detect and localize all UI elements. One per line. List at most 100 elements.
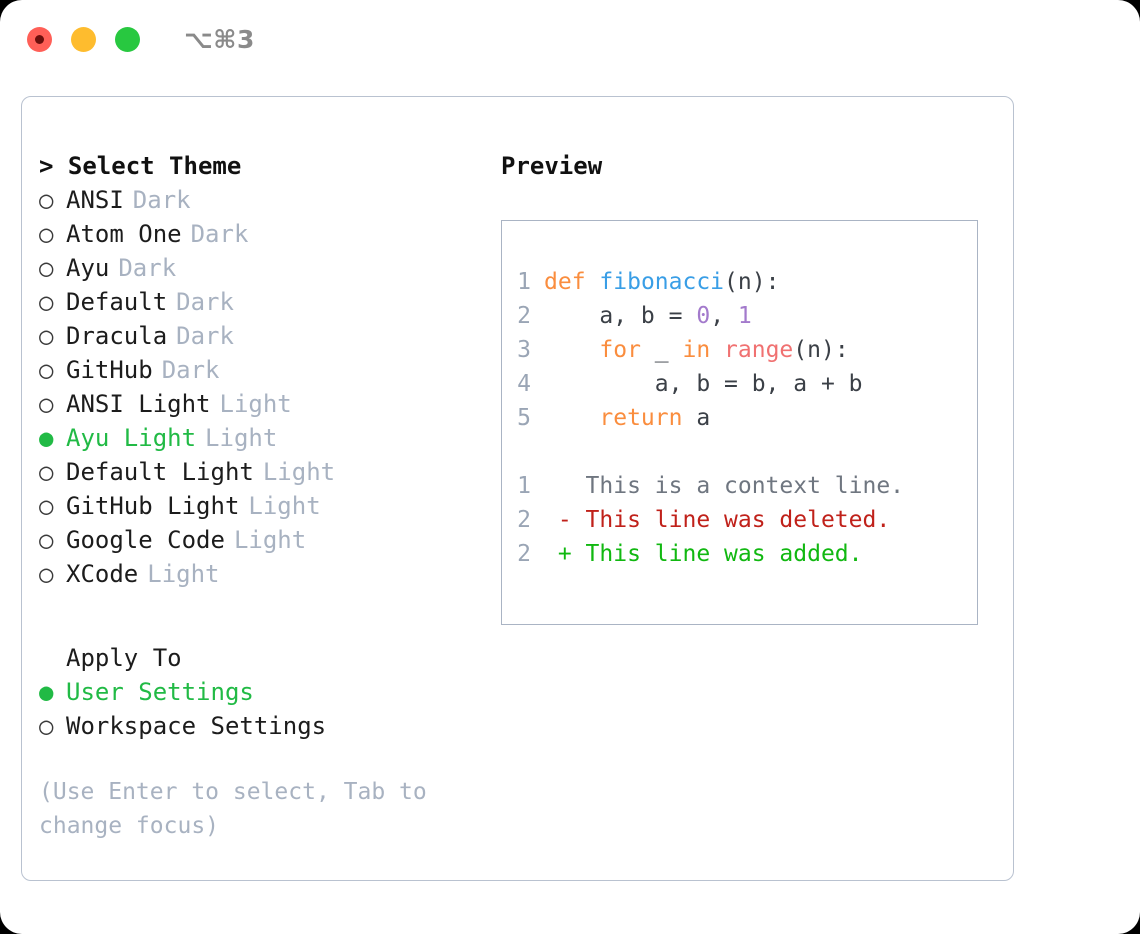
code-line: 5 return a [502,401,977,435]
close-icon [35,34,44,44]
theme-option-ayu-light[interactable]: ● Ayu Light Light [39,421,489,455]
radio-unselected-icon: ○ [39,254,54,282]
radio-unselected-icon: ○ [39,220,54,248]
keyboard-hint-text: (Use Enter to select, Tab to change focu… [39,779,427,839]
code-token: return [599,405,683,431]
theme-option-variant: Dark [190,220,249,248]
diff-line-content: - This line was deleted. [544,507,891,533]
theme-option-github[interactable]: ○ GitHub Dark [39,353,489,387]
radio-unselected-icon: ○ [39,186,54,214]
preview-heading: Preview [501,152,603,180]
apply-to-list: ●User Settings ○ Workspace Settings [39,675,489,743]
code-token: _ [640,337,683,363]
apply-to-heading: Apply To [66,644,182,672]
code-token: range [724,337,794,363]
code-line-number: 1 [517,269,531,295]
diff-line: 1 This is a context line. [502,469,977,503]
theme-option-variant: Dark [132,186,191,214]
code-line: 1 def fibonacci(n): [502,265,977,299]
theme-option-label: ANSI Light [66,390,211,418]
theme-option-variant: Dark [118,254,177,282]
theme-option-ansi[interactable]: ○ ANSI Dark [39,183,489,217]
code-token: (n): [793,337,849,363]
minimize-button[interactable] [71,26,96,52]
code-token: a, b = b, a + b [544,371,863,397]
code-token: (n): [724,269,780,295]
code-line-content: a, b = 0, 1 [544,299,752,333]
theme-option-label: GitHub Light [66,492,240,520]
radio-unselected-icon: ○ [39,560,54,588]
theme-option-ansi-light[interactable]: ○ ANSI Light Light [39,387,489,421]
diff-line-number: 2 [517,541,531,567]
code-token [544,337,599,363]
code-line-number: 4 [517,371,531,397]
code-line-content: for _ in range(n): [544,333,849,367]
theme-option-label: ANSI [66,186,124,214]
code-token: def [544,269,586,295]
code-line-number: 3 [517,337,531,363]
select-theme-heading: > Select Theme [39,152,242,180]
code-line: 2 a, b = 0, 1 [502,299,977,333]
theme-option-variant: Dark [161,356,220,384]
theme-option-label: Dracula [66,322,168,350]
close-button[interactable] [27,26,52,52]
apply-to-option-label: User Settings [66,678,254,706]
apply-to-option-workspace-settings[interactable]: ○ Workspace Settings [39,709,489,743]
code-line-content: return a [544,401,710,435]
zoom-button[interactable] [115,26,140,52]
radio-unselected-icon: ○ [39,356,54,384]
code-token [586,269,600,295]
title-bar: ⌥⌘3 [0,0,1140,78]
code-token [710,337,724,363]
diff-sample: 1 This is a context line.2 - This line w… [502,469,977,571]
diff-line-number: 2 [517,507,531,533]
theme-option-atom-one[interactable]: ○ Atom One Dark [39,217,489,251]
code-line-number: 2 [517,303,531,329]
code-line-content: a, b = b, a + b [544,367,863,401]
theme-option-label: Atom One [66,220,182,248]
theme-option-variant: Light [147,560,220,588]
window-controls [27,26,140,52]
theme-option-variant: Dark [176,288,234,316]
radio-unselected-icon: ○ [39,458,54,486]
code-token: 1 [737,303,752,329]
radio-unselected-icon: ○ [39,492,54,520]
theme-option-label: Ayu Light [66,424,197,452]
diff-line-content: + This line was added. [544,541,863,567]
code-diff-spacer [502,435,977,469]
code-token: , [710,303,738,329]
theme-option-label: GitHub [66,356,153,384]
theme-option-variant: Dark [176,322,234,350]
apply-to-option-user-settings[interactable]: ●User Settings [39,675,489,709]
code-token: 0 [696,303,711,329]
code-token: fibonacci [599,269,725,295]
theme-option-variant: Light [233,526,307,554]
apply-to-option-label: Workspace Settings [66,712,327,740]
theme-option-variant: Light [219,390,292,418]
radio-selected-icon: ● [39,424,54,452]
radio-unselected-icon: ○ [39,390,54,418]
theme-option-default[interactable]: ○ Default Dark [39,285,489,319]
theme-option-label: Default [66,288,168,316]
radio-unselected-icon: ○ [39,712,54,740]
radio-unselected-icon: ○ [39,288,54,316]
code-line: 3 for _ in range(n): [502,333,977,367]
code-token: for [599,337,641,363]
diff-line: 2 - This line was deleted. [502,503,977,537]
section-spacer [39,591,489,641]
code-token: in [682,337,711,363]
theme-option-variant: Light [205,424,278,452]
code-token: a [682,405,711,431]
